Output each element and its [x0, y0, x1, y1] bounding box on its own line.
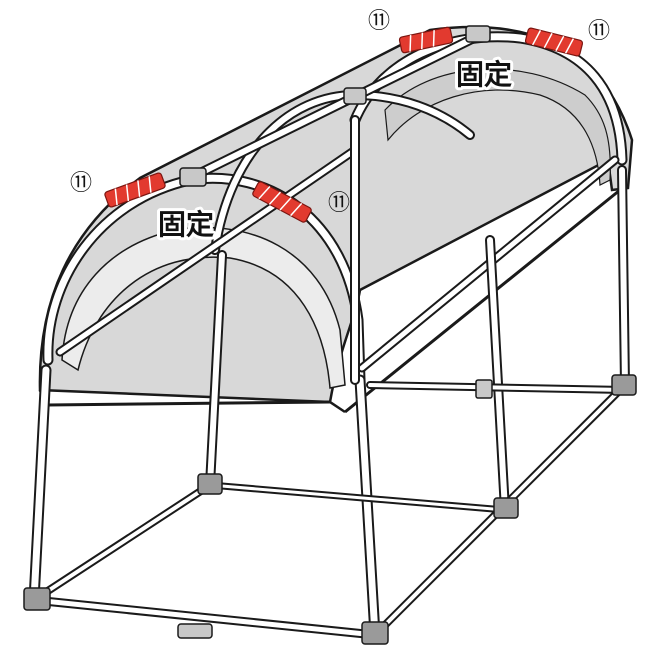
fix-label-back: 固定 — [456, 58, 512, 91]
joint-top-front — [179, 167, 207, 187]
joint-center-base — [177, 623, 213, 639]
joint-top-back — [465, 25, 491, 43]
back-opening — [384, 68, 611, 186]
step-marker-top-right: ⑪ — [588, 19, 610, 44]
step-marker-left: ⑪ — [70, 171, 92, 196]
step-marker-top-left: ⑪ — [368, 9, 390, 34]
joint-back-base — [475, 379, 493, 399]
leg-frame — [28, 115, 630, 641]
joints — [23, 25, 637, 645]
tape-back-right — [524, 27, 584, 57]
arch-frame — [42, 30, 628, 386]
tape-front-left — [104, 172, 166, 208]
front-opening — [61, 226, 346, 389]
tape-back-left — [398, 26, 454, 54]
joint-top-mid — [343, 87, 367, 105]
joint-back-right — [611, 374, 637, 396]
joint-front-right — [361, 621, 389, 645]
joint-front-left — [23, 587, 51, 611]
fix-label-front: 固定 — [158, 208, 214, 241]
joint-mid-right — [493, 497, 519, 519]
step-marker-right: ⑪ — [328, 191, 350, 216]
labels: ⑪ ⑪ ⑪ ⑪ 固定 固定 — [70, 9, 610, 244]
tape-front-right — [252, 181, 312, 223]
tape-wraps — [104, 26, 584, 223]
joint-mid-left — [197, 473, 223, 495]
